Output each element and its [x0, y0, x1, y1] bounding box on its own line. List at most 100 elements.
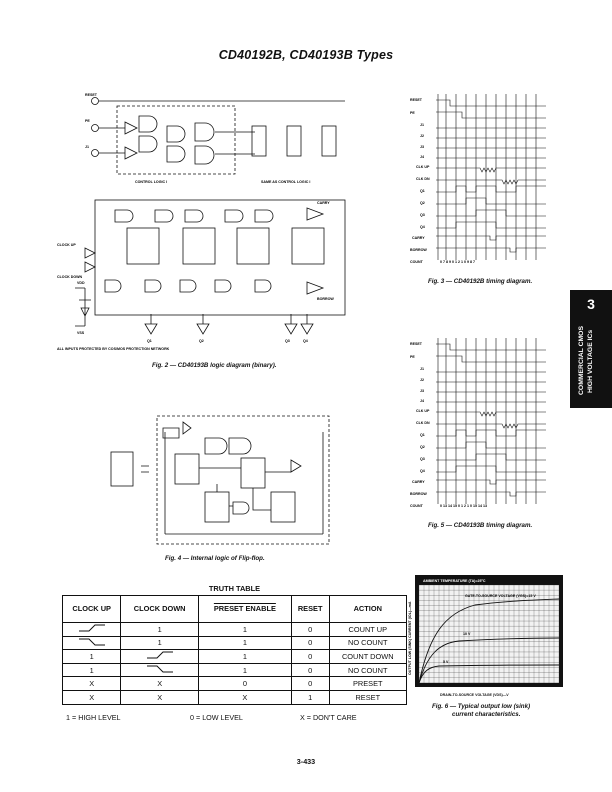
cell-action: PRESET [328, 676, 408, 691]
legend-low: 0 = LOW LEVEL [190, 713, 243, 722]
fig3-row-j2: J2 [420, 134, 424, 138]
cell-reset: 0 [290, 635, 330, 651]
cell-preset-enable: 1 [197, 622, 292, 637]
fig6-ylabel: OUTPUT LOW (SINK) CURRENT (IOL)—mA [408, 601, 412, 675]
cell-clock-up: 1 [61, 662, 122, 678]
fig2-logic-diagram: RESET PE J1 CONTROL LOGIC I SAME AS CONT… [57, 93, 346, 351]
fig5-count-sequence: 0 13 14 15 0 1 2 1 0 15 14 13 [440, 504, 487, 508]
truth-table: CLOCK UP CLOCK DOWN PRESET ENABLE RESET … [61, 595, 408, 705]
cell-clock-down: 1 [120, 622, 199, 637]
fig2-note: ALL INPUTS PROTECTED BY COS/MOS PROTECTI… [57, 347, 170, 351]
fig5-row-q3: Q3 [420, 457, 425, 461]
fig3-caption: Fig. 3 — CD40192B timing diagram. [428, 278, 533, 285]
fig2-q1-label: Q1 [147, 339, 152, 343]
fig2-q3-label: Q3 [285, 339, 290, 343]
fig3-row-clk-up: CLK UP [416, 165, 430, 169]
fig2-borrow-label: BORROW [317, 297, 334, 301]
fig3-row-q3: Q3 [420, 213, 425, 217]
fig2-clock-down-label: CLOCK DOWN [57, 275, 83, 279]
fig2-pe-label: PE [85, 119, 90, 123]
fig6-chart: AMBIENT TEMPERATURE (TA)=25°C GATE-TO-SO… [408, 575, 563, 687]
falling-edge-icon [78, 638, 105, 646]
cell-clock-down: 1 [120, 635, 199, 651]
cell-reset: 0 [290, 676, 330, 691]
rising-edge-icon [78, 624, 105, 632]
fig5-timing-diagram: RESET PE J1 J2 J3 J4 CLK UP CLK DN Q1 Q2… [410, 338, 546, 508]
fig5-row-q4: Q4 [420, 469, 425, 473]
fig6-curve-10v [418, 637, 560, 684]
fig4-flipflop-diagram [110, 415, 330, 545]
fig3-row-j4: J4 [420, 155, 424, 159]
cell-clock-up: X [61, 689, 122, 705]
fig2-caption: Fig. 2 — CD40193B logic diagram (binary)… [152, 362, 277, 369]
fig5-row-count: COUNT [410, 504, 424, 508]
counter-block [94, 199, 346, 316]
cell-reset: 0 [290, 622, 330, 637]
fig3-row-carry: CARRY [412, 236, 425, 240]
fig5-row-j3: J3 [420, 389, 424, 393]
cell-action: COUNT UP [328, 622, 408, 637]
fig2-vss-label: VSS [77, 331, 85, 335]
cell-reset: 0 [290, 649, 330, 664]
fig6-header: AMBIENT TEMPERATURE (TA)=25°C [423, 579, 486, 583]
fig2-vdd-label: VDD [77, 281, 85, 285]
cell-clock-down [120, 649, 199, 664]
fig6-curve-15v [418, 598, 560, 684]
fig3-timing-diagram: RESET PE J1 J2 J3 J4 CLK UP CLK DN Q1 Q2… [410, 94, 546, 264]
cell-clock-up: X [61, 676, 122, 691]
fig5-row-j1: J1 [420, 367, 424, 371]
section-tab-line2: HIGH VOLTAGE ICs [587, 329, 594, 393]
fig3-row-j1: J1 [420, 123, 424, 127]
th-preset-enable: PRESET ENABLE [197, 595, 292, 623]
fig2-control-logic-label: CONTROL LOGIC I [135, 180, 167, 184]
cell-preset-enable: X [197, 689, 292, 705]
fig3-row-q1: Q1 [420, 189, 425, 193]
fig5-row-pe: PE [410, 355, 415, 359]
fig5-caption: Fig. 5 — CD40193B timing diagram. [428, 522, 533, 529]
cell-preset-enable: 0 [197, 676, 292, 691]
cell-reset: 0 [290, 662, 330, 678]
th-action: ACTION [328, 595, 408, 623]
reset-input-pin [91, 97, 99, 105]
page-title: CD40192B, CD40193B Types [218, 48, 394, 62]
cell-clock-up: 1 [61, 649, 122, 664]
th-reset: RESET [290, 595, 330, 623]
falling-edge-icon [146, 665, 173, 673]
fig2-carry-label: CARRY [317, 201, 330, 205]
fig5-row-borrow: BORROW [410, 492, 427, 496]
truth-table-title: TRUTH TABLE [208, 584, 261, 593]
fig3-row-clk-dn: CLK DN [416, 177, 430, 181]
cell-clock-down: X [120, 676, 199, 691]
fig5-row-clk-up: CLK UP [416, 409, 430, 413]
fig5-row-j4: J4 [420, 399, 424, 403]
fig2-q2-label: Q2 [199, 339, 204, 343]
rising-edge-icon [146, 651, 173, 659]
fig3-row-q2: Q2 [420, 201, 425, 205]
control-logic-box [116, 105, 236, 175]
section-tab-number: 3 [587, 296, 595, 312]
fig5-row-carry: CARRY [412, 480, 425, 484]
cell-action: NO COUNT [328, 635, 408, 651]
fig6-curve-label-5v: 5 V [443, 660, 449, 664]
legend-high: 1 = HIGH LEVEL [66, 713, 121, 722]
section-tab-line1: COMMERCIAL CMOS [578, 326, 585, 396]
fig6-xlabel: DRAIN-TO-SOURCE VOLTAGE (VDS)—V [440, 693, 509, 697]
fig3-row-q4: Q4 [420, 225, 425, 229]
fig6-curve-label-10v: 10 V [463, 632, 471, 636]
fig2-clock-up-label: CLOCK UP [57, 243, 76, 247]
fig4-caption: Fig. 4 — Internal logic of Flip-flop. [165, 555, 265, 562]
fig6-curves [418, 598, 560, 684]
cell-clock-down [120, 662, 199, 678]
cell-preset-enable: 1 [197, 649, 292, 664]
fig3-row-borrow: BORROW [410, 248, 427, 252]
fig6-curve-5v [418, 664, 560, 684]
legend-dont-care: X = DON'T CARE [300, 713, 357, 722]
cell-preset-enable: 1 [197, 635, 292, 651]
cell-action: NO COUNT [328, 662, 408, 678]
